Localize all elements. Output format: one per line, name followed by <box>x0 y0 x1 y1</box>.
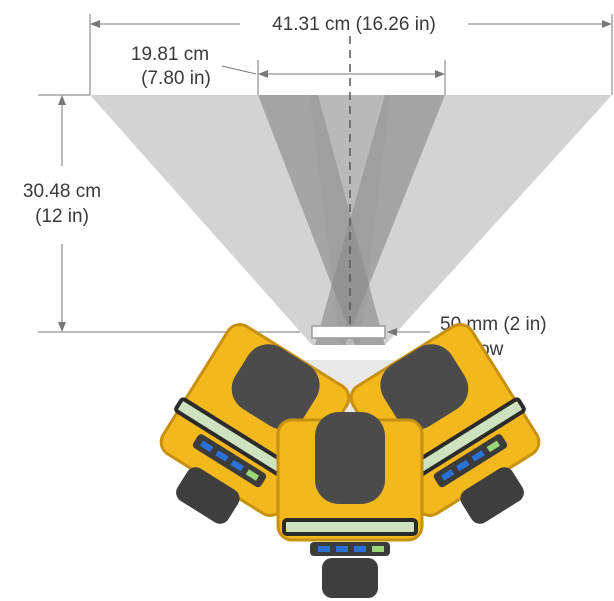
distance-in-label: (12 in) <box>35 206 89 227</box>
center-camera-button <box>336 546 348 552</box>
center-camera-button-panel <box>310 542 390 556</box>
outer-width-label: 41.31 cm (16.26 in) <box>272 14 436 35</box>
center-camera-button <box>354 546 366 552</box>
left-camera-lens-housing <box>231 344 320 430</box>
right-camera-grip <box>460 467 524 524</box>
inspection-window <box>311 325 386 339</box>
left-beam <box>258 95 385 345</box>
right-camera-button <box>440 469 455 481</box>
inner-width-dimension: 19.81 cm (7.80 in) <box>131 44 446 95</box>
outer-width-dimension: 41.31 cm (16.26 in) <box>89 6 613 95</box>
right-camera-lens-housing <box>380 344 469 430</box>
inner-width-cm-label: 19.81 cm <box>131 44 209 65</box>
inner-width-in-label: (7.80 in) <box>141 68 211 89</box>
center-camera-button <box>372 546 384 552</box>
center-camera-grip <box>322 558 378 598</box>
field-of-view-cones <box>90 95 612 420</box>
center-camera-screen <box>282 518 418 536</box>
left-camera-button <box>230 459 244 472</box>
distance-cm-label: 30.48 cm <box>23 181 101 202</box>
right-camera-button <box>456 459 470 472</box>
center-camera-button <box>318 546 330 552</box>
center-camera-lens-housing <box>315 412 385 504</box>
left-camera-grip <box>176 467 240 524</box>
right-camera-button <box>486 440 501 453</box>
left-camera-button <box>215 450 229 462</box>
left-camera-button <box>245 469 260 481</box>
right-camera-button <box>471 450 485 462</box>
left-camera-button <box>199 440 214 453</box>
center-camera <box>276 412 424 598</box>
